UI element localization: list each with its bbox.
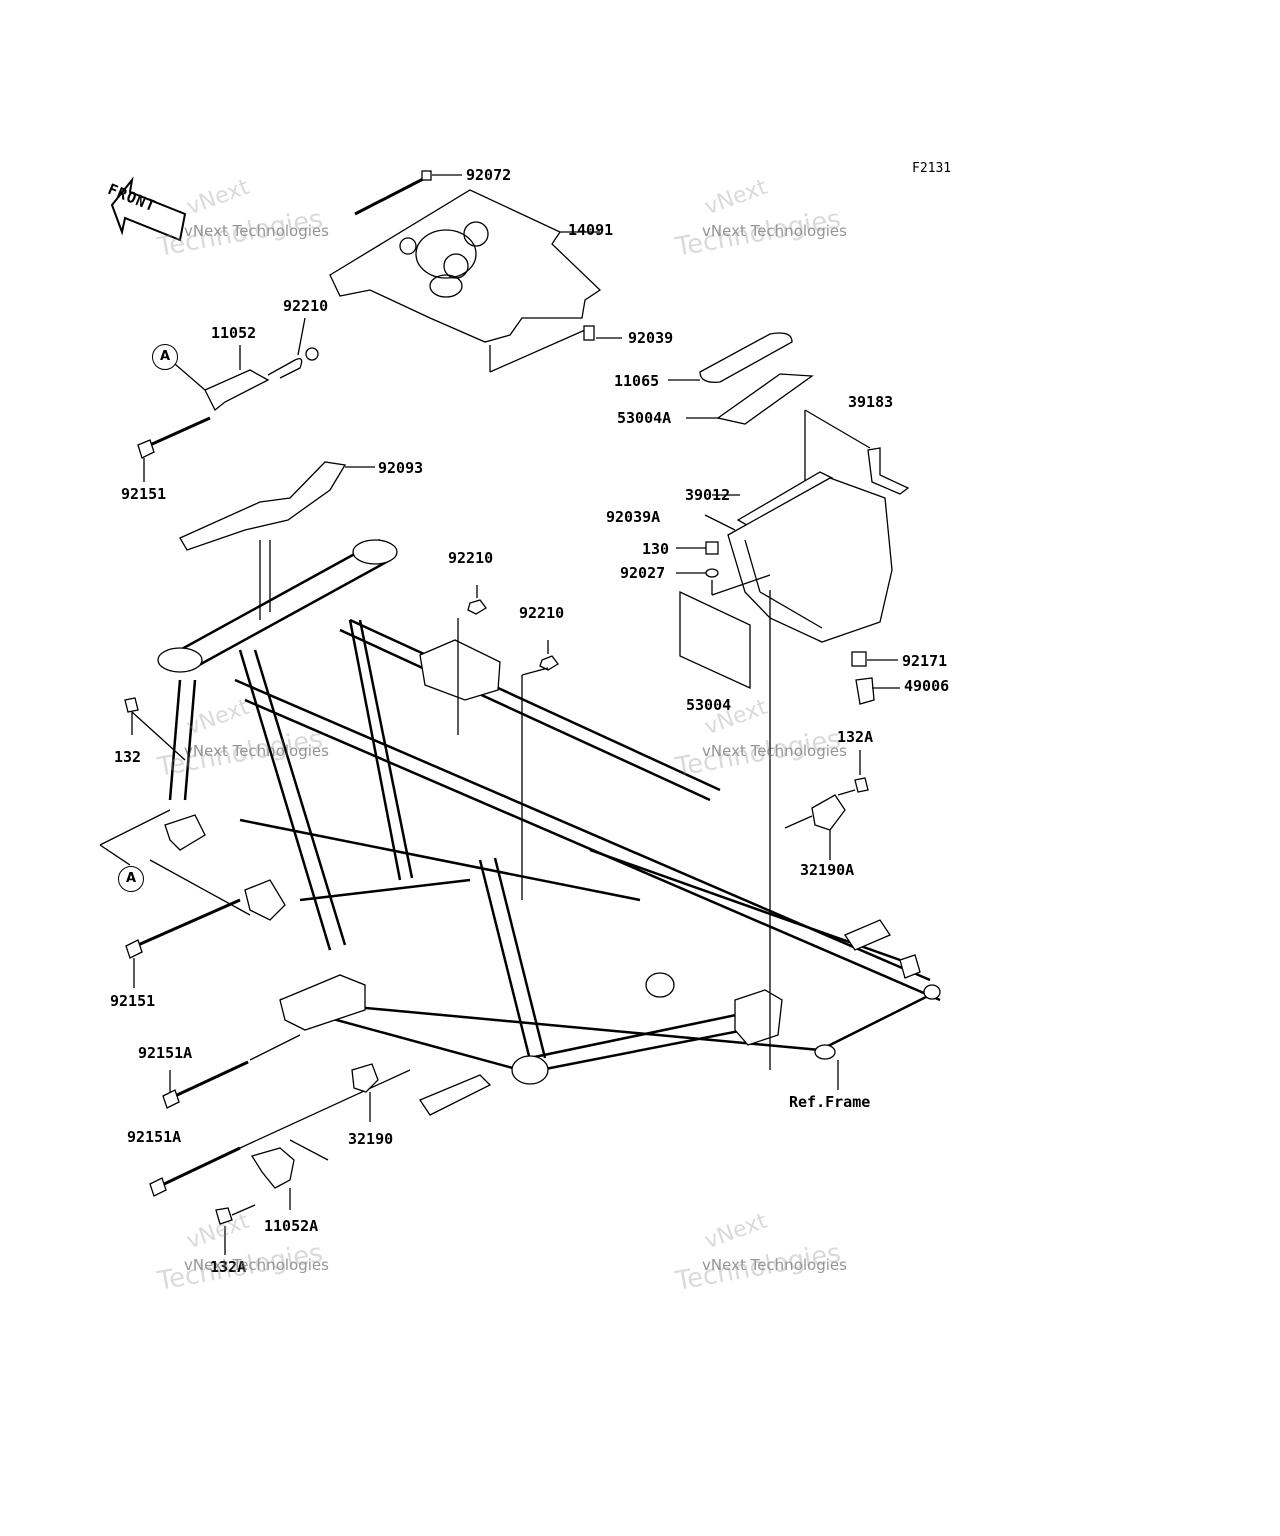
part-label-92210-c[interactable]: 92210 bbox=[519, 604, 565, 622]
part-label-11065[interactable]: 11065 bbox=[614, 372, 660, 390]
part-label-92027[interactable]: 92027 bbox=[620, 564, 666, 582]
seat-pad-11065 bbox=[668, 332, 793, 383]
bolt-130 bbox=[676, 541, 719, 555]
part-label-92171[interactable]: 92171 bbox=[902, 652, 948, 670]
part-label-32190A[interactable]: 32190A bbox=[800, 861, 855, 879]
part-label-92093[interactable]: 92093 bbox=[378, 459, 424, 477]
part-label-130[interactable]: 130 bbox=[642, 540, 670, 558]
bracket-32190A bbox=[784, 794, 846, 860]
bolt-132 bbox=[124, 697, 186, 761]
sheet-53004 bbox=[679, 590, 751, 690]
battery-case-39012 bbox=[704, 471, 893, 643]
part-label-32190[interactable]: 32190 bbox=[348, 1130, 394, 1148]
bolt-92151A-a bbox=[162, 1034, 301, 1109]
part-label-11052[interactable]: 11052 bbox=[211, 324, 257, 342]
part-label-53004A[interactable]: 53004A bbox=[617, 409, 672, 427]
bolt-92151A-b bbox=[149, 1069, 411, 1197]
part-label-39183[interactable]: 39183 bbox=[848, 393, 894, 411]
plate-14091 bbox=[329, 189, 602, 373]
part-label-39012[interactable]: 39012 bbox=[685, 486, 731, 504]
part-label-92151A-a[interactable]: 92151A bbox=[138, 1044, 193, 1062]
part-label-14091[interactable]: 14091 bbox=[568, 221, 614, 239]
ref-frame-label[interactable]: Ref.Frame bbox=[789, 1093, 871, 1111]
bracket-11052A bbox=[250, 1139, 329, 1210]
figure-code: F2131 bbox=[912, 161, 952, 176]
part-label-92039A[interactable]: 92039A bbox=[606, 508, 661, 526]
part-label-92210-a[interactable]: 92210 bbox=[283, 297, 329, 315]
part-label-92039[interactable]: 92039 bbox=[628, 329, 674, 347]
part-label-49006[interactable]: 49006 bbox=[904, 677, 950, 695]
bolt-92072 bbox=[354, 170, 462, 216]
washer-92027 bbox=[676, 568, 771, 596]
main-frame bbox=[157, 538, 941, 1116]
part-label-132[interactable]: 132 bbox=[114, 748, 142, 766]
cap-49006 bbox=[855, 677, 900, 705]
bolt-92039 bbox=[583, 325, 622, 341]
bracket-group-a bbox=[99, 809, 286, 921]
part-label-92072[interactable]: 92072 bbox=[466, 166, 512, 184]
part-label-132A-b[interactable]: 132A bbox=[210, 1258, 247, 1276]
bolt-92151-b bbox=[125, 898, 241, 988]
bolt-132A-a bbox=[837, 750, 869, 796]
front-arrow-icon bbox=[110, 176, 187, 242]
pad-53004A bbox=[686, 373, 814, 425]
part-label-132A-a[interactable]: 132A bbox=[837, 728, 874, 746]
callout-a-top: A bbox=[152, 344, 178, 370]
bolt-132A-b bbox=[215, 1204, 256, 1255]
callout-a-bottom: A bbox=[118, 866, 144, 892]
pad-92093 bbox=[179, 461, 375, 551]
part-label-92151-b[interactable]: 92151 bbox=[110, 992, 156, 1010]
part-label-11052A[interactable]: 11052A bbox=[264, 1217, 319, 1235]
part-label-92151A-b[interactable]: 92151A bbox=[127, 1128, 182, 1146]
nut-92210-b bbox=[457, 585, 487, 735]
nut-92210-c bbox=[521, 640, 559, 900]
part-label-92151-a[interactable]: 92151 bbox=[121, 485, 167, 503]
bracket-32190 bbox=[351, 1063, 379, 1122]
bracket-11052 bbox=[137, 317, 319, 482]
part-label-92210-b[interactable]: 92210 bbox=[448, 549, 494, 567]
part-label-53004[interactable]: 53004 bbox=[686, 696, 732, 714]
clamp-92171 bbox=[851, 651, 898, 667]
